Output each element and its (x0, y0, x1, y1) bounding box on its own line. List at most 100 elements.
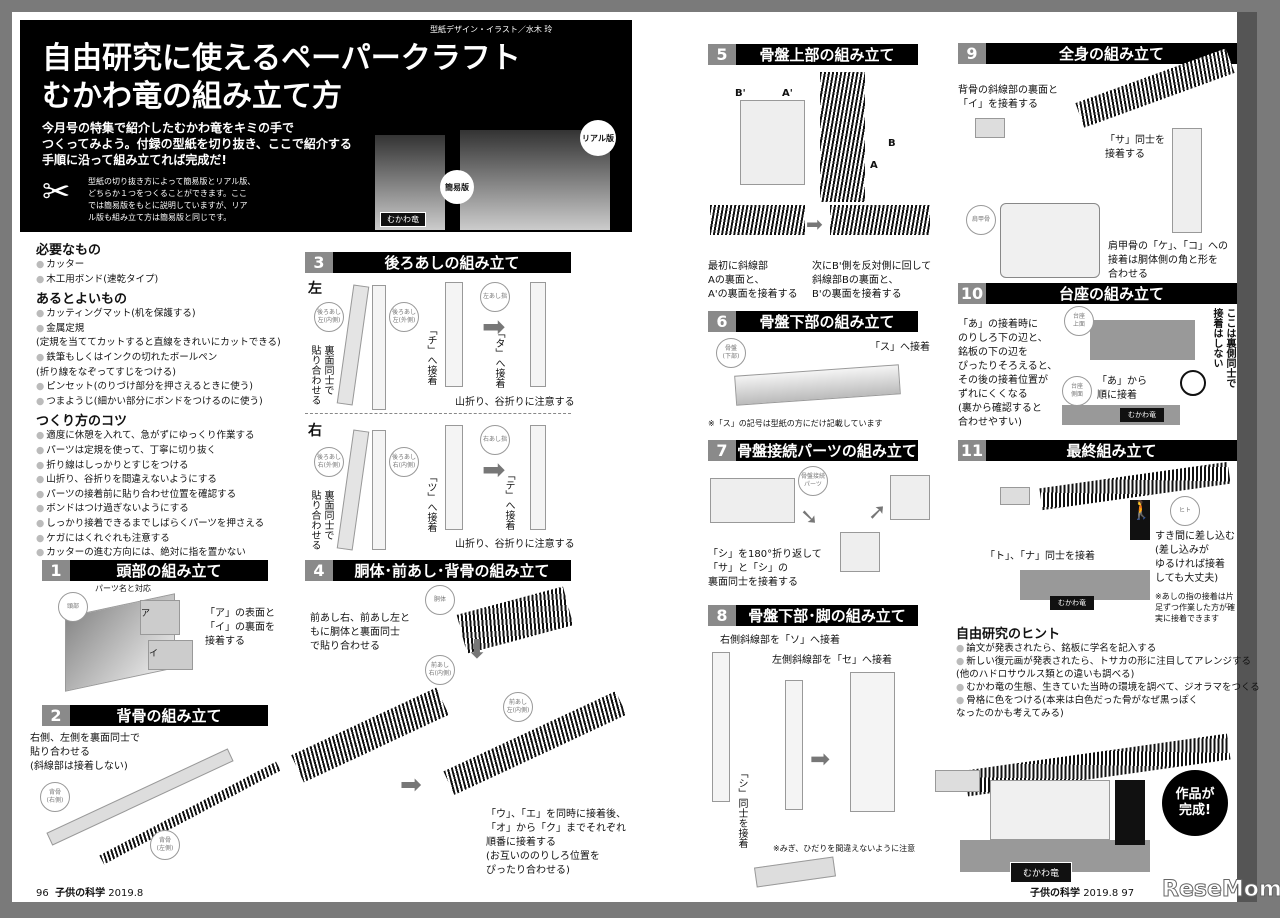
s3-leg-r-outer (372, 430, 386, 550)
arrow-right-icon: ➡ (810, 745, 831, 773)
s3-ta: 「タ」へ接着 (493, 328, 504, 388)
s7-part-flat (710, 478, 795, 523)
s5-step1-illustration (710, 205, 805, 235)
arrow-icon: ➘ (800, 505, 819, 530)
s9-detail-box (1000, 203, 1100, 278)
s2-caption: 右側、左側を裏面同士で 貼り合わせる (斜線部は接着しない) (30, 733, 140, 772)
s3-leg-l-done (530, 282, 546, 387)
s3-right-label: 右 (308, 423, 322, 439)
lead-text: 今月号の特集で紹介したむかわ竜をキミの手で つくってみよう。付録の型紙を切り抜き… (42, 121, 352, 167)
s1-part-i: イ (148, 640, 193, 670)
badge-real: リアル版 (580, 120, 616, 156)
s8-vertical: 「シ」同士を接着 (736, 768, 747, 848)
arrow-down-icon: ⬇ (466, 635, 488, 665)
s3-chi: 「チ」へ接着 (425, 325, 436, 385)
s7-part-done (890, 475, 930, 520)
s4-caption2: 「ウ」、「エ」を同時に接着後、 「オ」から「ク」までそれぞれ 順番に接着する (… (486, 809, 626, 876)
s3-leg-r-done (530, 425, 546, 530)
s10-base-top (1090, 320, 1195, 360)
note-text: 型紙の切り抜き方によって簡易版とリアル版、 どちらか１つをつくることができます。… (88, 177, 256, 222)
s3-tag-r1: 後ろあし 右(外側) (314, 447, 344, 477)
s7-caption: 「シ」を180°折り返して 「サ」と「シ」の 裏面同士を接着する (708, 549, 822, 588)
s1-part-a: ア (140, 600, 180, 635)
s3-tag-rtoe: 右あし指 (480, 425, 510, 455)
s5-label-a: A (870, 160, 878, 171)
s5-label-b: B (888, 138, 896, 149)
s4-tag-body: 胴体 (425, 585, 455, 615)
s10-vertical: ここは裏側同士で 接着はしない (1211, 308, 1235, 388)
s5-pelvis-upper-left (740, 100, 805, 185)
s3-leg-l-outer (372, 285, 386, 410)
arrow-right-icon: ➡ (400, 770, 422, 800)
s7-tag: 骨盤接続 パーツ (798, 466, 828, 496)
s4-tag-fr: 前あし 右(内側) (425, 655, 455, 685)
s8-caption2: 左側斜線部を「セ」へ接着 (772, 655, 892, 666)
s9-caption3: 肩甲骨の「ケ」、「コ」への 接着は胴体側の角と形を 合わせる (1108, 241, 1228, 280)
s3-tsu: 「ツ」へ接着 (425, 472, 436, 532)
page-shadow (1237, 12, 1257, 902)
final-skull (935, 770, 980, 792)
s8-leg-left (785, 680, 803, 810)
s3-left-label: 左 (308, 281, 322, 297)
s9-skull (975, 118, 1005, 138)
s10-tag-side: 台座 側面 (1062, 376, 1092, 406)
s1-part-note: パーツ名と対応 (95, 584, 151, 593)
s9-tag: 肩甲骨 (966, 205, 996, 235)
s11-note: ※あしの指の接着は片 足ずつ作業した方が確 実に接着できます (1155, 592, 1235, 623)
s5-pelvis-upper-right (820, 72, 865, 202)
s4-caption1: 前あし右、前あし左と もに胴体と裏面同士 で貼り合わせる (310, 613, 410, 652)
s5-caption2: 次にB'側を反対側に回して 斜線部Bの裏面と、 B'の裏面を接着する (812, 261, 932, 300)
s5-caption1: 最初に斜線部 Aの裏面と、 A'の裏面を接着する (708, 261, 798, 300)
s2-tag-right: 背骨 (右側) (40, 782, 70, 812)
s3-leg-l-step (445, 282, 463, 387)
s10-zoom-circle (1180, 370, 1206, 396)
s3-tag-l2: 後ろあし 左(外側) (389, 302, 419, 332)
s8-note: ※みぎ、ひだりを間違えないように注意 (773, 844, 916, 853)
footer-left: 96 子供の科学 2019.8 (36, 888, 144, 899)
s10-caption: 「あ」の接着時に のりしろ下の辺と、 銘板の下の辺を ぴったりそろえると、 その… (958, 319, 1058, 428)
arrow-right-icon: ➡ (482, 453, 506, 486)
s4-tag-fl: 前あし 左(内側) (503, 692, 533, 722)
s3-fold-r: 山折り、谷折りに注意する (455, 539, 575, 550)
s9-caption2: 「サ」同士を 接着する (1105, 135, 1165, 160)
s3-te: 「テ」へ接着 (503, 470, 514, 530)
final-human-figure (1115, 780, 1145, 845)
materials-list: 必要なもの カッター木工用ボンド(速乾タイプ) あるとよいもの カッティングマッ… (36, 238, 304, 561)
s3-leg-r-step (445, 425, 463, 530)
arrow-right-icon: ➡ (806, 212, 823, 236)
s8-caption1: 右側斜線部を「ソ」へ接着 (720, 635, 840, 646)
complete-badge: 作品が 完成! (1162, 770, 1228, 836)
s6-note: ※「ス」の記号は型紙の方にだけ記載しています (708, 419, 883, 428)
scissors-icon: ✂ (42, 172, 71, 212)
s11-tag: ヒト (1170, 496, 1200, 526)
s8-leg-right (712, 652, 730, 802)
s5-label-a1: A' (782, 88, 793, 99)
s9-caption1: 背骨の斜線部の裏面と 「イ」を接着する (958, 85, 1058, 110)
s10-tag-top: 台座 上面 (1064, 306, 1094, 336)
s3-tag-ltoe: 左あし指 (480, 282, 510, 312)
s11-nameplate: むかわ竜 (1050, 596, 1094, 610)
arrow-icon: ➚ (868, 500, 887, 525)
s5-step2-illustration (830, 205, 930, 235)
arrow-right-icon: ➡ (482, 310, 506, 343)
watermark-logo: ReseMom (1162, 877, 1280, 903)
s11-base (1020, 570, 1150, 600)
page-title: 自由研究に使えるペーパークラフト むかわ竜の組み立て方 (42, 41, 521, 114)
s10-caption2: 「あ」から 順に接着 (1097, 376, 1147, 401)
s5-label-b1: B' (735, 88, 746, 99)
s3-glue-back-l: 裏面同士で 貼り合わせる (309, 345, 333, 405)
s7-part-folded (840, 532, 880, 572)
human-figure: 🚶 (1130, 500, 1152, 540)
title-banner: 型紙デザイン・イラスト／水木 玲 自由研究に使えるペーパークラフト むかわ竜の組… (20, 20, 632, 232)
s6-tag: 骨盤 (下部) (716, 338, 746, 368)
